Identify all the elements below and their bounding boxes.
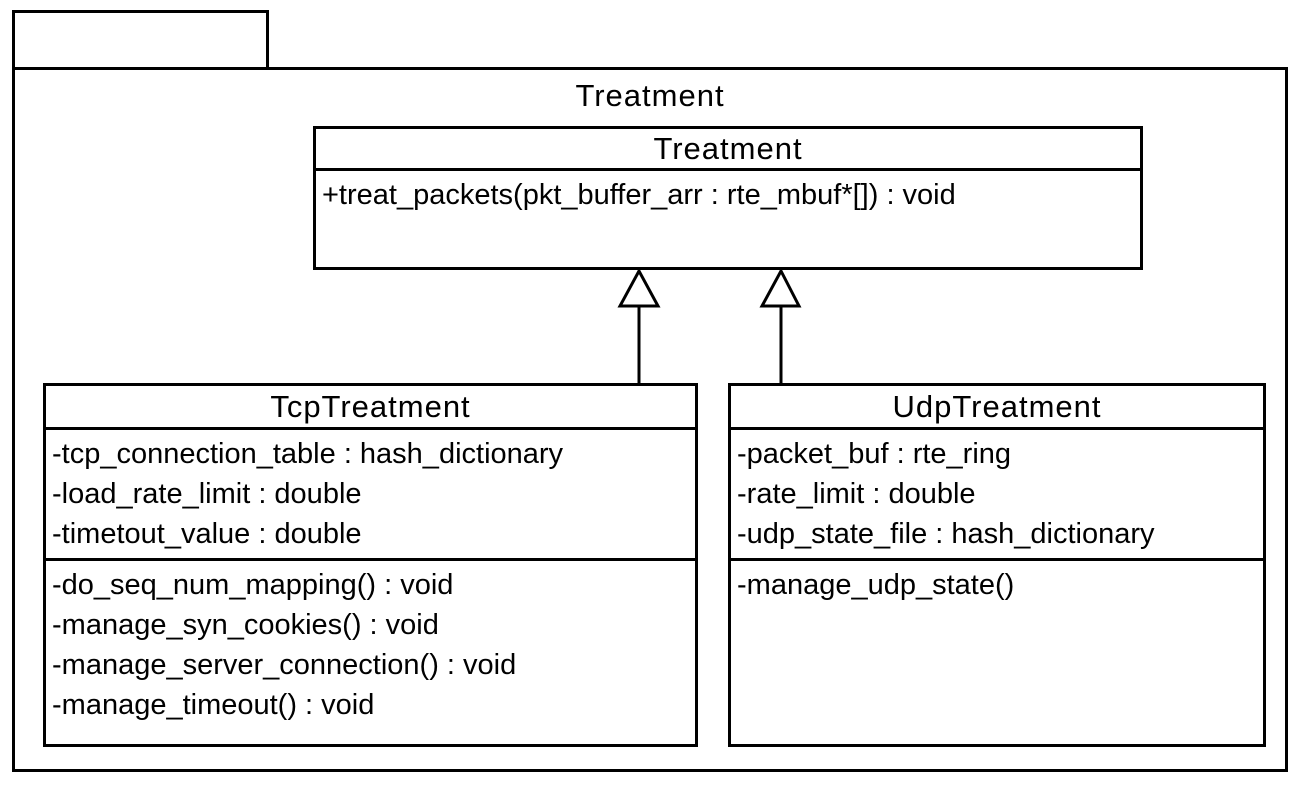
package-tab — [12, 10, 269, 70]
package-name: Treatment — [575, 78, 725, 113]
class-method: -manage_syn_cookies() : void — [52, 609, 439, 641]
methods-compartment-treatment: +treat_packets(pkt_buffer_arr : rte_mbuf… — [316, 171, 1140, 270]
class-box-treatment: Treatment +treat_packets(pkt_buffer_arr … — [313, 126, 1143, 270]
class-title-udp-treatment: UdpTreatment — [731, 386, 1263, 430]
class-attribute: -load_rate_limit : double — [52, 478, 362, 510]
attributes-compartment-udp: -packet_buf : rte_ring -rate_limit : dou… — [731, 430, 1263, 561]
class-title-tcp-treatment: TcpTreatment — [46, 386, 695, 430]
generalization-arrows — [617, 269, 802, 385]
class-method: -manage_timeout() : void — [52, 689, 375, 721]
class-method: +treat_packets(pkt_buffer_arr : rte_mbuf… — [322, 179, 956, 211]
class-box-udp-treatment: UdpTreatment -packet_buf : rte_ring -rat… — [728, 383, 1266, 747]
generalization-arrow-tcp — [617, 269, 661, 385]
class-attribute: -tcp_connection_table : hash_dictionary — [52, 438, 564, 470]
methods-compartment-tcp: -do_seq_num_mapping() : void -manage_syn… — [46, 561, 695, 747]
class-method: -manage_server_connection() : void — [52, 649, 517, 681]
class-box-tcp-treatment: TcpTreatment -tcp_connection_table : has… — [43, 383, 698, 747]
attributes-compartment-tcp: -tcp_connection_table : hash_dictionary … — [46, 430, 695, 561]
class-method: -do_seq_num_mapping() : void — [52, 569, 454, 601]
class-title-treatment: Treatment — [316, 129, 1140, 171]
methods-compartment-udp: -manage_udp_state() — [731, 561, 1263, 747]
class-attribute: -packet_buf : rte_ring — [737, 438, 1012, 470]
generalization-arrow-udp — [759, 269, 802, 385]
class-attribute: -timetout_value : double — [52, 518, 362, 550]
class-attribute: -udp_state_file : hash_dictionary — [737, 518, 1155, 550]
class-attribute: -rate_limit : double — [737, 478, 976, 510]
class-method: -manage_udp_state() — [737, 569, 1015, 601]
